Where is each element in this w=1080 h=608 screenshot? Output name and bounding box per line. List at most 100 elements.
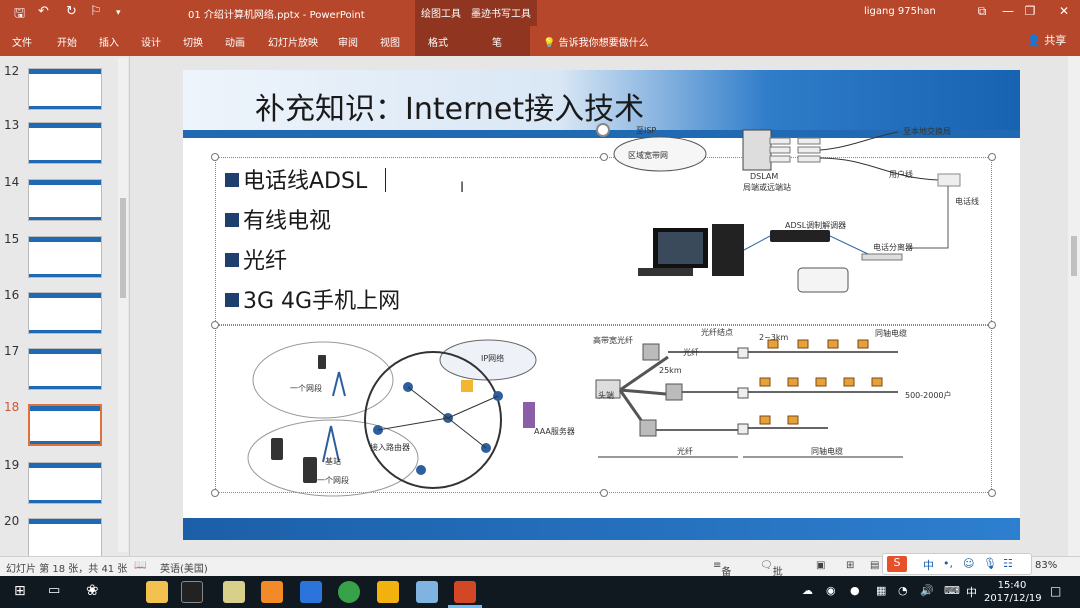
undo-icon[interactable]: ↶ — [38, 4, 49, 19]
tab-transitions[interactable]: 切换 — [183, 38, 203, 49]
tab-slideshow[interactable]: 幻灯片放映 — [268, 38, 318, 49]
tell-me-box[interactable]: 💡 告诉我你想要做什么 — [543, 34, 649, 49]
tab-animations[interactable]: 动画 — [225, 38, 245, 49]
zoom-level[interactable]: 83% — [1035, 560, 1058, 571]
app-icon[interactable] — [261, 581, 283, 603]
label-phone-splitter: 电话分离器 — [873, 243, 913, 252]
save-icon[interactable]: 🖫 — [14, 6, 26, 21]
cloud-icon[interactable]: ☁ — [802, 584, 813, 597]
slide-thumbnail[interactable] — [28, 462, 102, 504]
slide-thumbnail[interactable] — [28, 404, 102, 446]
bullet-cable-tv[interactable]: 有线电视 — [225, 203, 331, 235]
powerpoint-icon[interactable] — [454, 581, 476, 603]
vertical-scrollbar[interactable] — [1068, 56, 1080, 556]
language-indicator[interactable]: 英语(美国) — [160, 564, 208, 575]
tab-review[interactable]: 审阅 — [338, 38, 358, 49]
tower-icon — [322, 425, 340, 463]
label-user-line: 用户线 — [889, 170, 913, 179]
slide-thumbnail[interactable] — [28, 236, 102, 278]
slide-title[interactable]: 补充知识：Internet接入技术 — [255, 92, 645, 127]
slide-thumbnail[interactable] — [28, 348, 102, 390]
windows-start-icon[interactable]: ⊞ — [14, 583, 26, 599]
shield-icon[interactable]: ◉ — [826, 584, 836, 597]
tab-design[interactable]: 设计 — [141, 38, 161, 49]
app-icon[interactable] — [377, 581, 399, 603]
resize-handle[interactable] — [211, 153, 219, 161]
pinwheel-icon[interactable]: ❀ — [86, 581, 99, 599]
slide-thumbnail[interactable] — [28, 122, 102, 164]
volume-icon[interactable]: 🔊 — [920, 584, 934, 597]
voice-line — [819, 131, 899, 151]
tab-format[interactable]: 格式 — [428, 38, 448, 49]
comments-button[interactable]: 🗨 批注 — [760, 560, 783, 593]
network-icon[interactable]: ▦ — [876, 584, 887, 597]
current-slide[interactable]: 补充知识：Internet接入技术 电话线ADSL 有线电视 光纤 3G 4G手… — [183, 70, 1020, 540]
resize-handle[interactable] — [211, 489, 219, 497]
thumbnail-scroll-thumb[interactable] — [120, 198, 126, 298]
resize-handle[interactable] — [988, 321, 996, 329]
touch-mode-icon[interactable]: ⚐ — [90, 4, 102, 19]
tab-home[interactable]: 开始 — [57, 38, 77, 49]
label-dslam: DSLAM — [750, 172, 779, 181]
label-fiber: 光纤 — [683, 348, 699, 357]
slide-sorter-icon[interactable]: ⊞ — [846, 560, 855, 571]
app-icon[interactable] — [416, 581, 438, 603]
resize-handle[interactable] — [211, 321, 219, 329]
reading-view-icon[interactable]: ▤ — [870, 560, 880, 571]
notes-button[interactable]: ≡ 备注 — [713, 560, 731, 593]
label-households: 500-2000户 — [905, 391, 952, 400]
bullet-text: 有线电视 — [243, 209, 332, 234]
slide-thumbnail[interactable] — [28, 179, 102, 221]
close-icon[interactable]: ✕ — [1058, 4, 1070, 18]
tab-pen[interactable]: 笔 — [492, 38, 502, 49]
spellcheck-icon[interactable]: 📖 — [134, 560, 147, 571]
browser-icon[interactable] — [338, 581, 360, 603]
tray-app-icon[interactable]: ● — [850, 584, 860, 597]
vertical-scroll-thumb[interactable] — [1071, 236, 1077, 276]
thumbnail-number: 18 — [4, 400, 20, 414]
ime-mode-indicator[interactable]: 中 — [923, 559, 934, 572]
app-icon[interactable] — [300, 581, 322, 603]
rotate-handle-icon[interactable] — [596, 123, 610, 137]
slide-thumbnail[interactable] — [28, 518, 102, 560]
bullet-adsl[interactable]: 电话线ADSL — [225, 163, 387, 195]
toolbox-icon[interactable]: ☷ — [1003, 557, 1013, 570]
file-explorer-icon[interactable] — [146, 581, 168, 603]
notifications-icon[interactable]: □ — [1050, 584, 1062, 598]
customize-quick-access-icon[interactable]: ▾ — [116, 8, 121, 18]
resize-handle[interactable] — [988, 153, 996, 161]
resize-handle[interactable] — [600, 153, 608, 161]
thumbnail-number: 13 — [4, 118, 20, 132]
keyboard — [638, 268, 693, 276]
resize-handle[interactable] — [600, 489, 608, 497]
system-clock[interactable]: 15:40 2017/12/19 — [984, 579, 1042, 605]
user-name[interactable]: ligang 975han — [864, 6, 936, 17]
ribbon-display-icon[interactable]: ⧉ — [977, 4, 987, 18]
wifi-icon[interactable]: ◔ — [898, 584, 908, 597]
punctuation-icon[interactable]: •, — [943, 557, 953, 570]
emoji-icon[interactable]: ☺ — [963, 557, 975, 570]
qq-icon[interactable] — [181, 581, 203, 603]
voice-icon[interactable]: 🎙 — [983, 557, 997, 570]
bullet-mobile[interactable]: 3G 4G手机上网 — [225, 283, 400, 315]
ime-toolbar[interactable]: S 中 •, ☺ 🎙 ☷ — [882, 553, 1032, 575]
share-button[interactable]: 👤 共享 — [1027, 32, 1066, 48]
app-icon[interactable] — [223, 581, 245, 603]
input-language[interactable]: 中 — [966, 586, 977, 599]
bullet-fiber[interactable]: 光纤 — [225, 243, 287, 275]
keyboard-icon[interactable]: ⌨ — [944, 584, 960, 597]
tab-insert[interactable]: 插入 — [99, 38, 119, 49]
resize-handle[interactable] — [988, 489, 996, 497]
slide-thumbnail[interactable] — [28, 292, 102, 334]
maximize-icon[interactable]: ❐ — [1024, 4, 1036, 18]
wall-jack — [937, 173, 961, 187]
slide-thumbnail[interactable] — [28, 68, 102, 110]
thumbnail-scrollbar[interactable] — [118, 58, 128, 552]
tab-file[interactable]: 文件 — [12, 38, 32, 49]
normal-view-icon[interactable]: ▣ — [816, 560, 826, 571]
task-view-icon[interactable]: ▭ — [48, 583, 61, 598]
tab-view[interactable]: 视图 — [380, 38, 400, 49]
bullet-text: 电话线ADSL — [243, 169, 368, 194]
minimize-icon[interactable]: — — [1002, 4, 1014, 18]
redo-icon[interactable]: ↻ — [66, 4, 77, 19]
